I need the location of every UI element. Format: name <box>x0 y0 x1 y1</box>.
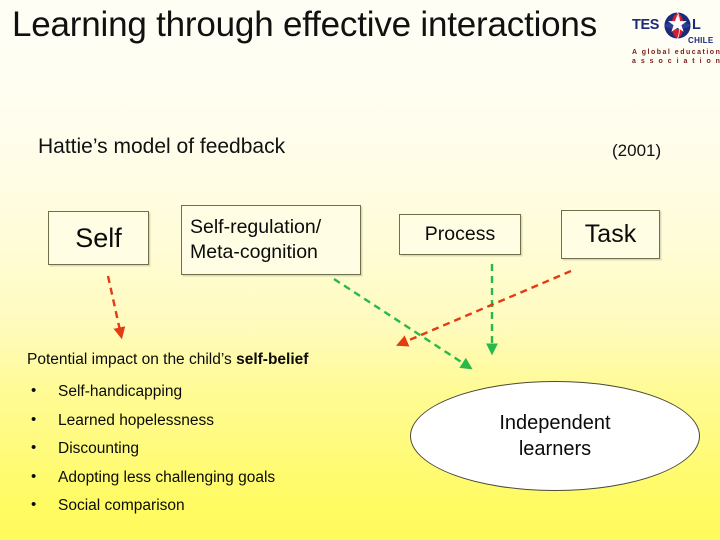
diagram-box-task-label: Task <box>584 220 637 248</box>
outcome-ellipse-label: Independent learners <box>499 410 610 462</box>
logo-tagline-line2: a s s o c i a t i o n <box>632 57 720 65</box>
page-title: Learning through effective interactions <box>12 5 597 44</box>
diagram-box-self-label: Self <box>75 222 122 253</box>
outcome-ellipse-line2: learners <box>518 438 592 460</box>
arrow-selfreg-to-learners <box>333 277 473 370</box>
logo-word-right: L <box>692 17 701 33</box>
section-heading: Hattie’s model of feedback <box>38 135 286 158</box>
tesol-chile-logo: TES L CHILE A global education a s s o c… <box>632 6 720 68</box>
logo-word-left: TES <box>632 17 659 33</box>
impact-statement: Potential impact on the child’s self-bel… <box>27 351 308 369</box>
list-item: Discounting <box>27 434 407 464</box>
outcome-ellipse-independent-learners: Independent learners <box>410 381 700 491</box>
logo-tagline: A global education a s s o c i a t i o n <box>632 49 720 66</box>
list-item: Self-handicapping <box>27 377 407 407</box>
list-item: Learned hopelessness <box>27 406 407 436</box>
logo-wordmark: TES L <box>632 11 718 40</box>
arrow-task-to-impact <box>396 269 572 347</box>
impact-bullet-list: Self-handicapping Learned hopelessness D… <box>27 377 407 521</box>
logo-country: CHILE <box>688 36 714 45</box>
diagram-box-task: Task <box>561 210 660 259</box>
list-item: Social comparison <box>27 491 407 521</box>
arrow-self-to-impact <box>106 275 126 340</box>
diagram-box-process: Process <box>399 214 521 255</box>
diagram-box-self-regulation-line1: Self-regulation/ <box>190 216 322 238</box>
diagram-box-self-regulation-label: Self-regulation/ Meta-cognition <box>190 215 321 265</box>
diagram-box-self: Self <box>48 211 149 265</box>
diagram-box-self-regulation-line2: Meta-cognition <box>190 241 318 263</box>
impact-statement-emphasis: self-belief <box>236 351 309 368</box>
logo-tagline-line1: A global education <box>632 49 720 56</box>
globe-icon <box>663 11 692 40</box>
outcome-ellipse-line1: Independent <box>499 412 611 434</box>
diagram-box-process-label: Process <box>424 223 496 245</box>
diagram-box-self-regulation: Self-regulation/ Meta-cognition <box>181 205 361 275</box>
list-item: Adopting less challenging goals <box>27 463 407 493</box>
section-year: (2001) <box>612 141 662 160</box>
impact-statement-prefix: Potential impact on the child’s <box>27 351 237 368</box>
